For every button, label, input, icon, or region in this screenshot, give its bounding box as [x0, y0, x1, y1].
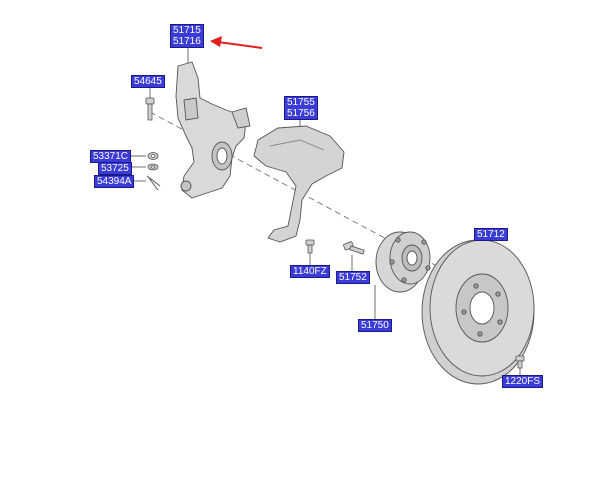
hub-assembly[interactable]	[375, 231, 431, 293]
red-arrow-icon	[210, 36, 263, 49]
callout-bolt-small[interactable]: 1140FZ	[290, 265, 330, 278]
callout-hub-bolt-part: 51752	[339, 272, 367, 283]
hub-bolt[interactable]	[343, 241, 365, 255]
callout-dust-cover-part-2: 51756	[287, 108, 315, 119]
callout-hub-bolt[interactable]: 51752	[336, 271, 370, 284]
callout-bolt-top-part: 54645	[134, 76, 162, 87]
callout-hub-assy-part: 51750	[361, 320, 389, 331]
nut[interactable]	[147, 152, 159, 160]
callout-bolt-small-part: 1140FZ	[293, 266, 327, 277]
callout-knuckle-part-1: 51715	[173, 25, 201, 36]
callout-bolt-top[interactable]: 54645	[131, 75, 165, 88]
callout-knuckle-part-2: 51716	[173, 36, 201, 47]
dust-cover[interactable]	[253, 125, 345, 243]
callout-cotter-pin[interactable]: 54394A	[94, 175, 135, 188]
callout-screw-part: 1220FS	[505, 376, 541, 387]
callout-disc-part: 51712	[477, 229, 505, 240]
callout-screw[interactable]: 1220FS	[502, 375, 544, 388]
callout-dust-cover[interactable]: 51755 51756	[284, 96, 318, 120]
cotter-pin[interactable]	[146, 175, 161, 191]
callout-washer[interactable]: 53725	[98, 162, 132, 175]
cover-bolt[interactable]	[305, 239, 315, 254]
washer[interactable]	[147, 163, 159, 171]
knuckle-bolt[interactable]	[145, 97, 155, 121]
callout-knuckle[interactable]: 51715 51716	[170, 24, 204, 48]
steering-knuckle[interactable]	[175, 61, 251, 199]
callout-cotter-pin-part: 54394A	[97, 176, 132, 187]
callout-hub-assy[interactable]: 51750	[358, 319, 392, 332]
callout-washer-part: 53725	[101, 163, 129, 174]
callout-disc[interactable]: 51712	[474, 228, 508, 241]
brake-disc[interactable]	[421, 239, 535, 385]
disc-screw[interactable]	[515, 355, 525, 369]
callout-nut-part: 53371C	[93, 151, 129, 162]
callout-dust-cover-part-1: 51755	[287, 97, 315, 108]
